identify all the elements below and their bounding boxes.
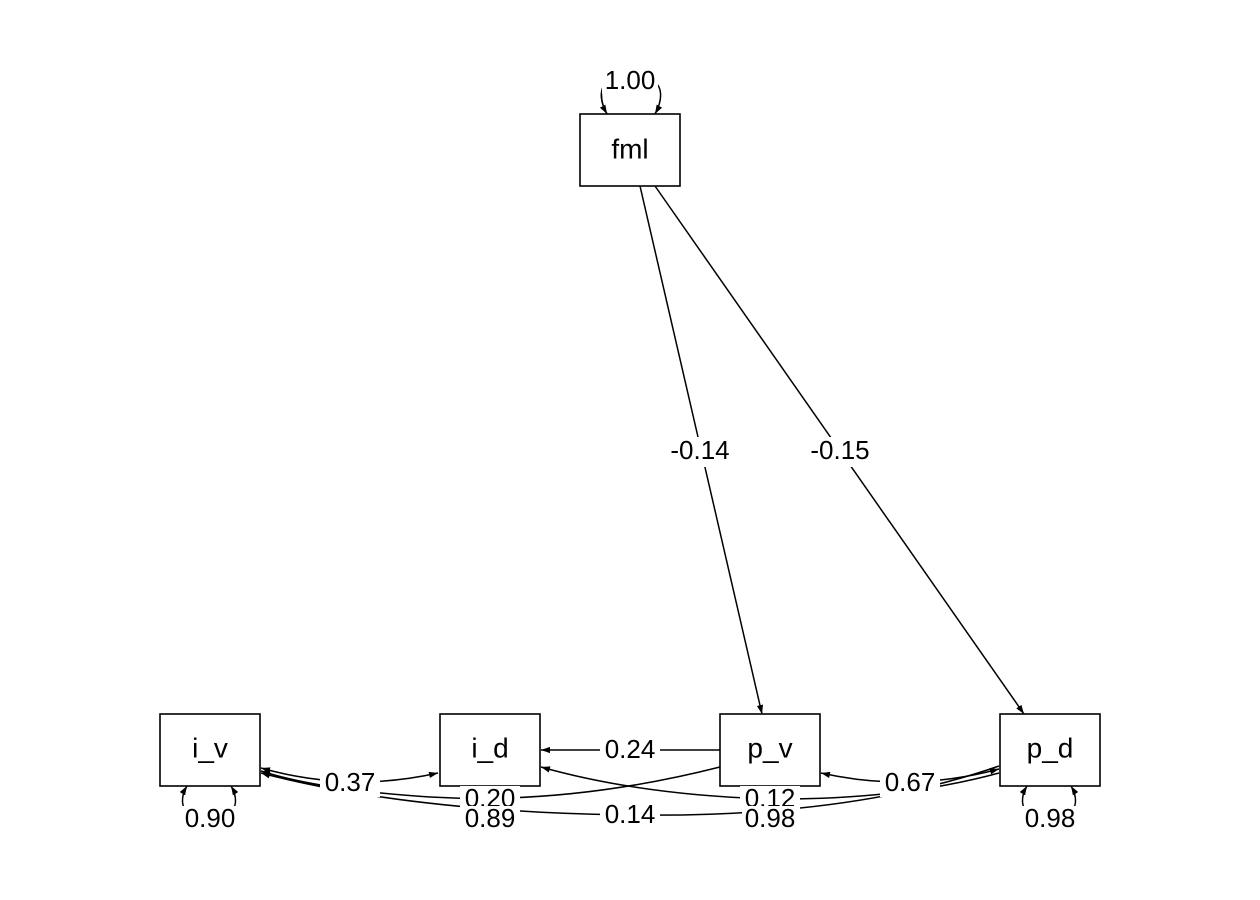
node-label-fml: fml — [611, 133, 648, 164]
node-i_v: i_v — [159, 713, 261, 787]
node-p_v: p_v — [719, 713, 821, 787]
coef-fml-p_d: -0.15 — [810, 435, 869, 465]
coef-i_v-i_d: 0.37 — [325, 767, 376, 797]
variance-i_v: 0.90 — [185, 803, 236, 833]
node-label-i_v: i_v — [192, 732, 228, 763]
coef-p_d-p_v: 0.67 — [885, 767, 936, 797]
node-label-p_d: p_d — [1027, 732, 1074, 763]
node-i_d: i_d — [439, 713, 541, 787]
node-p_d: p_d — [999, 713, 1101, 787]
variance-p_v: 0.98 — [745, 803, 796, 833]
node-label-i_d: i_d — [471, 732, 508, 763]
node-fml: fml — [579, 113, 681, 187]
coef-p_v-i_d: 0.24 — [605, 734, 656, 764]
coef-fml-p_v: -0.14 — [670, 435, 729, 465]
node-label-p_v: p_v — [747, 732, 792, 763]
variance-p_d: 0.98 — [1025, 803, 1076, 833]
coef-p_d-i_v: 0.14 — [605, 799, 656, 829]
edge-p_v-to-i_v — [260, 766, 721, 800]
variance-fml: 1.00 — [605, 65, 656, 95]
variance-i_d: 0.89 — [465, 803, 516, 833]
